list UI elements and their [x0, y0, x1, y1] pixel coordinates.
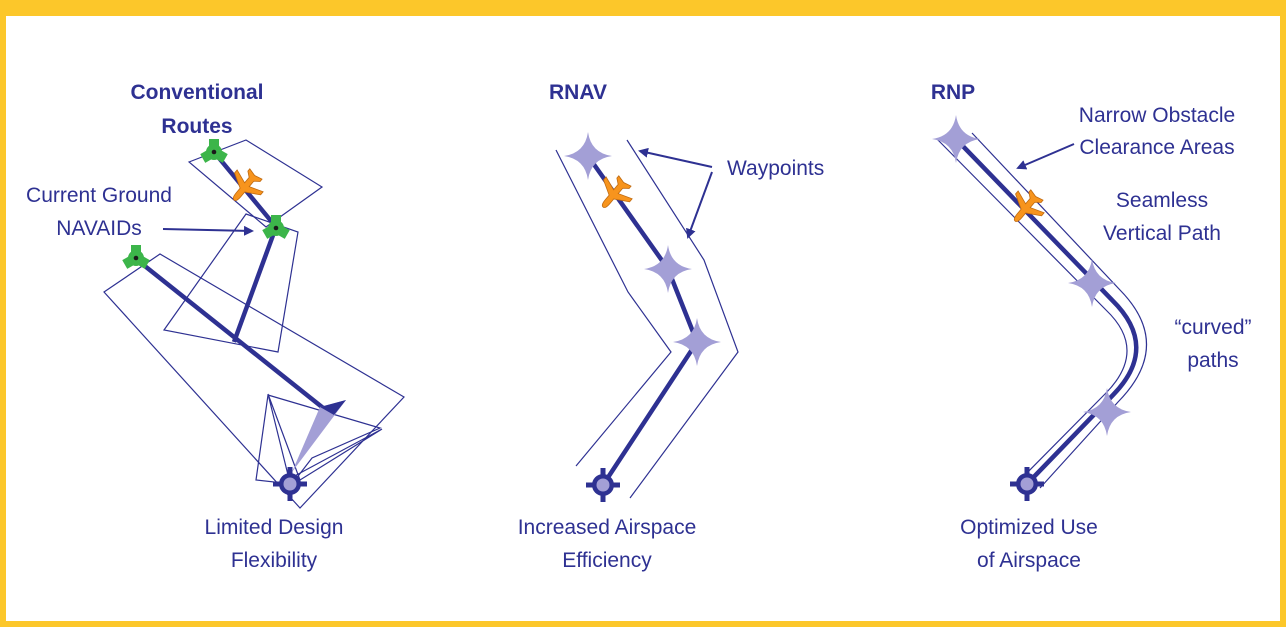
route-line	[231, 226, 279, 343]
rnp-boundary	[936, 138, 1128, 487]
waypoints-label: Waypoints	[727, 157, 824, 180]
waypoints-pointer-arrow	[686, 171, 713, 239]
curved-paths-label-line2: paths	[1187, 349, 1238, 372]
localizer-cone-dark	[320, 400, 346, 415]
waypoints-pointer-arrow	[638, 147, 713, 168]
rnp-route	[954, 137, 1139, 486]
navaid-pointer-arrow	[162, 225, 254, 236]
vertical-path-label-line1: Seamless	[1116, 189, 1208, 212]
rnp-caption-line2: of Airspace	[977, 549, 1081, 572]
conventional-caption-line2: Flexibility	[231, 549, 318, 572]
clearance-label-line2: Clearance Areas	[1079, 136, 1234, 159]
protected-area	[255, 394, 382, 485]
navaid-icon	[122, 245, 150, 269]
conventional-title-line2: Routes	[161, 115, 232, 138]
rnp-caption-line1: Optimized Use	[960, 516, 1098, 539]
rnav-boundary	[626, 139, 739, 499]
waypoint-star-icon	[644, 245, 692, 293]
rnav-title: RNAV	[549, 81, 607, 104]
airport-target-icon	[586, 468, 620, 502]
rnp-panel: RNP Narrow Obstacle Clearance Areas Seam…	[931, 81, 1252, 572]
rnav-caption-line2: Efficiency	[562, 549, 652, 572]
conventional-title-line1: Conventional	[130, 81, 263, 104]
rnav-boundary	[555, 149, 672, 467]
conventional-caption-line1: Limited Design	[205, 516, 344, 539]
protected-area	[187, 139, 324, 228]
waypoint-star-icon	[673, 318, 721, 366]
navaid-icon	[200, 139, 228, 163]
clearance-pointer-arrow	[1016, 143, 1075, 170]
rnav-caption-line1: Increased Airspace	[518, 516, 697, 539]
curved-paths-label-line1: “curved”	[1174, 316, 1251, 339]
vertical-path-label-line2: Vertical Path	[1103, 222, 1221, 245]
clearance-label-line1: Narrow Obstacle	[1079, 104, 1235, 127]
rnp-title: RNP	[931, 81, 975, 104]
rnav-route	[586, 154, 700, 487]
protected-area	[267, 393, 383, 481]
navaid-label-line2: NAVAIDs	[56, 217, 142, 240]
rnav-panel: RNAV Waypoints Increased Airspace Effici…	[518, 81, 825, 572]
route-line	[134, 257, 334, 417]
rnp-boundary	[971, 132, 1148, 489]
navaid-label-line1: Current Ground	[26, 184, 172, 207]
aircraft-icon	[589, 169, 639, 219]
localizer-cone	[292, 400, 346, 472]
conventional-panel: Conventional Routes Current Ground NAVAI…	[26, 81, 405, 572]
waypoint-star-icon	[564, 132, 612, 180]
